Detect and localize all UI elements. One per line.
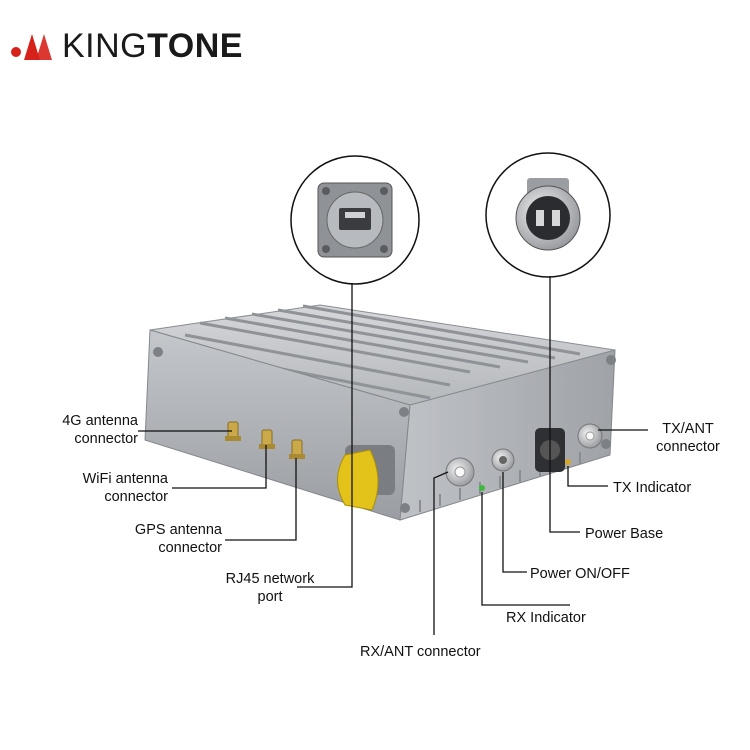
kingtone-logo-icon bbox=[11, 34, 52, 60]
label-rx-indicator: RX Indicator bbox=[506, 610, 586, 626]
label-tx-ant: TX/ANT connector bbox=[638, 420, 738, 456]
label-wifi-antenna: WiFi antenna connector bbox=[40, 470, 168, 506]
wifi-antenna-connector bbox=[259, 429, 275, 449]
label-tx-indicator: TX Indicator bbox=[613, 480, 692, 496]
brand-logo: KINGTONE bbox=[10, 26, 243, 66]
label-rj45-line2: port bbox=[257, 589, 283, 605]
label-4g-antenna: 4G antenna connector bbox=[20, 412, 138, 448]
label-wifi-antenna-line1: WiFi antenna bbox=[82, 471, 168, 487]
leader-lines bbox=[138, 276, 648, 635]
label-gps-antenna-line1: GPS antenna bbox=[134, 522, 222, 538]
gps-antenna-connector bbox=[289, 439, 305, 459]
brand-name-part1: KING bbox=[62, 27, 148, 65]
label-tx-ant-line2: connector bbox=[656, 439, 720, 455]
rx-ant-connector bbox=[445, 457, 475, 487]
brand-name-part2: TONE bbox=[147, 27, 243, 65]
label-rj45: RJ45 network port bbox=[210, 570, 330, 606]
rx-indicator-led bbox=[479, 485, 485, 491]
brand-name: KINGTONE bbox=[62, 28, 243, 64]
label-power-onoff: Power ON/OFF bbox=[530, 566, 630, 582]
label-tx-ant-line1: TX/ANT bbox=[662, 421, 714, 437]
label-gps-antenna: GPS antenna connector bbox=[110, 521, 222, 557]
rj45-zoom-inset bbox=[290, 155, 420, 285]
label-4g-antenna-line2: connector bbox=[74, 431, 138, 447]
rj45-port bbox=[337, 445, 395, 511]
tx-indicator-led bbox=[565, 459, 571, 465]
label-gps-antenna-line2: connector bbox=[158, 540, 222, 556]
label-wifi-antenna-line2: connector bbox=[104, 489, 168, 505]
power-switch bbox=[491, 448, 515, 472]
label-rj45-line1: RJ45 network bbox=[225, 571, 315, 587]
tx-ant-connector bbox=[577, 423, 603, 449]
label-4g-antenna-line1: 4G antenna bbox=[62, 413, 138, 429]
label-rx-ant: RX/ANT connector bbox=[360, 644, 481, 660]
label-power-base: Power Base bbox=[585, 526, 664, 542]
power-base-zoom-inset bbox=[485, 152, 611, 278]
